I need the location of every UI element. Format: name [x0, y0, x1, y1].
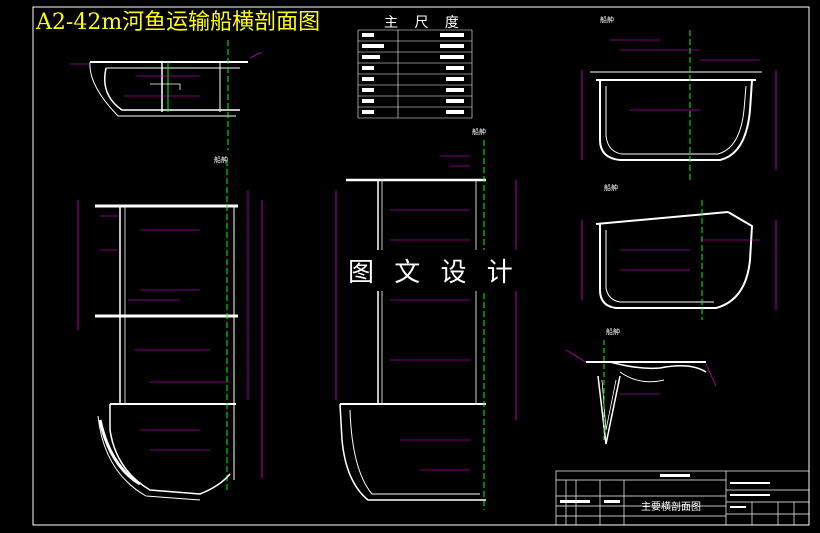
title-block-drawing-name: 主要横剖面图 [641, 502, 701, 513]
section-top-right: 船舯 [581, 15, 777, 180]
svg-text:船舯: 船舯 [600, 15, 614, 24]
section-top-left [70, 40, 263, 150]
watermark: 图 文 设 计 [344, 250, 523, 291]
section-center: 船舯 [335, 127, 517, 510]
table-marks [362, 33, 464, 114]
main-dimension-table [357, 29, 473, 119]
svg-text:船舯: 船舯 [604, 183, 618, 192]
title-block-marks [560, 474, 770, 508]
svg-text:船舯: 船舯 [472, 127, 486, 136]
drawing-frame [32, 6, 810, 526]
section-middle-right: 船舯 [581, 183, 777, 320]
dimension-table-heading: 主 尺 度 [384, 15, 465, 31]
section-left-large: 船舯 [77, 155, 263, 501]
title-block [555, 470, 810, 526]
section-bottom-right: 船舯 [565, 327, 717, 445]
svg-text:船舯: 船舯 [606, 327, 620, 336]
drawing-title: A2-42m河鱼运输船横剖面图 [36, 10, 321, 35]
svg-text:船舯: 船舯 [214, 155, 228, 164]
